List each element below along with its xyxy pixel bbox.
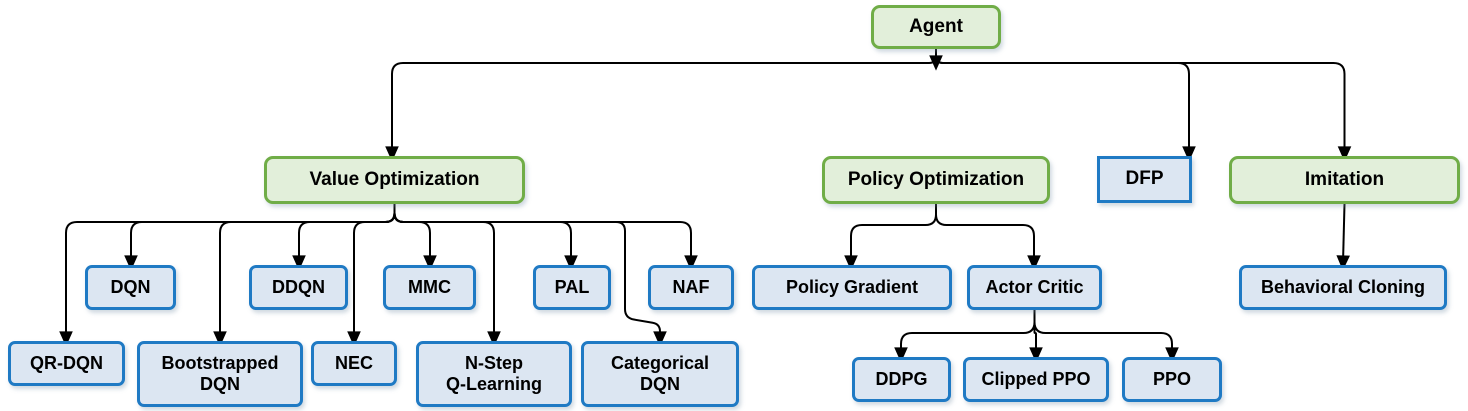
node-label-agent: Agent [909,15,963,37]
edge-agent-to-value-optimization [385,49,937,162]
node-label-clipped-ppo: Clipped PPO [981,368,1091,389]
node-naf[interactable]: NAF [648,265,734,310]
node-ddpg[interactable]: DDPG [852,357,951,402]
edge-policy-optimization-to-policy-gradient [844,204,937,271]
node-imitation[interactable]: Imitation [1229,156,1460,204]
edge-value-optimization-to-mmc [393,204,437,271]
node-actor-critic[interactable]: Actor Critic [967,265,1102,310]
node-label-actor-critic: Actor Critic [985,276,1084,297]
edge-policy-optimization-to-actor-critic [935,204,1041,271]
node-pal[interactable]: PAL [533,265,611,310]
node-label-ddpg: DDPG [875,368,928,389]
node-label-dqn: DQN [110,276,151,297]
edge-value-optimization-to-dqn [124,204,396,271]
node-agent[interactable]: Agent [871,5,1001,49]
node-label-pal: PAL [554,276,590,297]
node-qr-dqn[interactable]: QR-DQN [8,341,125,386]
node-label-dfp: DFP [1125,168,1164,190]
edge-actor-critic-to-ppo [1033,310,1179,363]
node-mmc[interactable]: MMC [383,265,476,310]
edge-value-optimization-to-ddqn [292,204,396,271]
node-label-naf: NAF [672,276,710,297]
node-clipped-ppo[interactable]: Clipped PPO [963,357,1109,402]
node-label-value-optimization: Value Optimization [309,168,480,190]
node-label-policy-gradient: Policy Gradient [785,276,919,297]
edge-agent-to-imitation [935,49,1352,162]
node-value-optimization[interactable]: Value Optimization [264,156,525,204]
node-behavioral-cloning[interactable]: Behavioral Cloning [1239,265,1447,310]
node-label-ppo: PPO [1152,368,1191,389]
node-label-imitation: Imitation [1304,168,1385,190]
edge-value-optimization-to-pal [393,204,578,271]
node-policy-gradient[interactable]: Policy Gradient [752,265,952,310]
edge-actor-critic-to-clipped-ppo [1029,310,1043,363]
edge-value-optimization-to-naf [393,204,698,271]
node-label-qr-dqn: QR-DQN [30,352,103,373]
node-policy-optimization[interactable]: Policy Optimization [822,156,1050,204]
edge-agent-to-dfp [935,49,1196,162]
node-dqn[interactable]: DQN [85,265,176,310]
node-label-policy-optimization: Policy Optimization [847,168,1025,190]
node-nec[interactable]: NEC [311,341,397,386]
node-ppo[interactable]: PPO [1122,357,1222,402]
node-dfp[interactable]: DFP [1097,156,1192,203]
node-label-ddqn: DDQN [272,276,325,297]
node-ddqn[interactable]: DDQN [249,265,348,310]
edge-imitation-to-behavioral-cloning [1336,203,1350,271]
node-label-behavioral-cloning: Behavioral Cloning [1260,276,1426,297]
edge-actor-critic-to-ddpg [894,310,1036,363]
node-label-mmc: MMC [408,276,451,297]
node-label-nec: NEC [334,352,373,373]
